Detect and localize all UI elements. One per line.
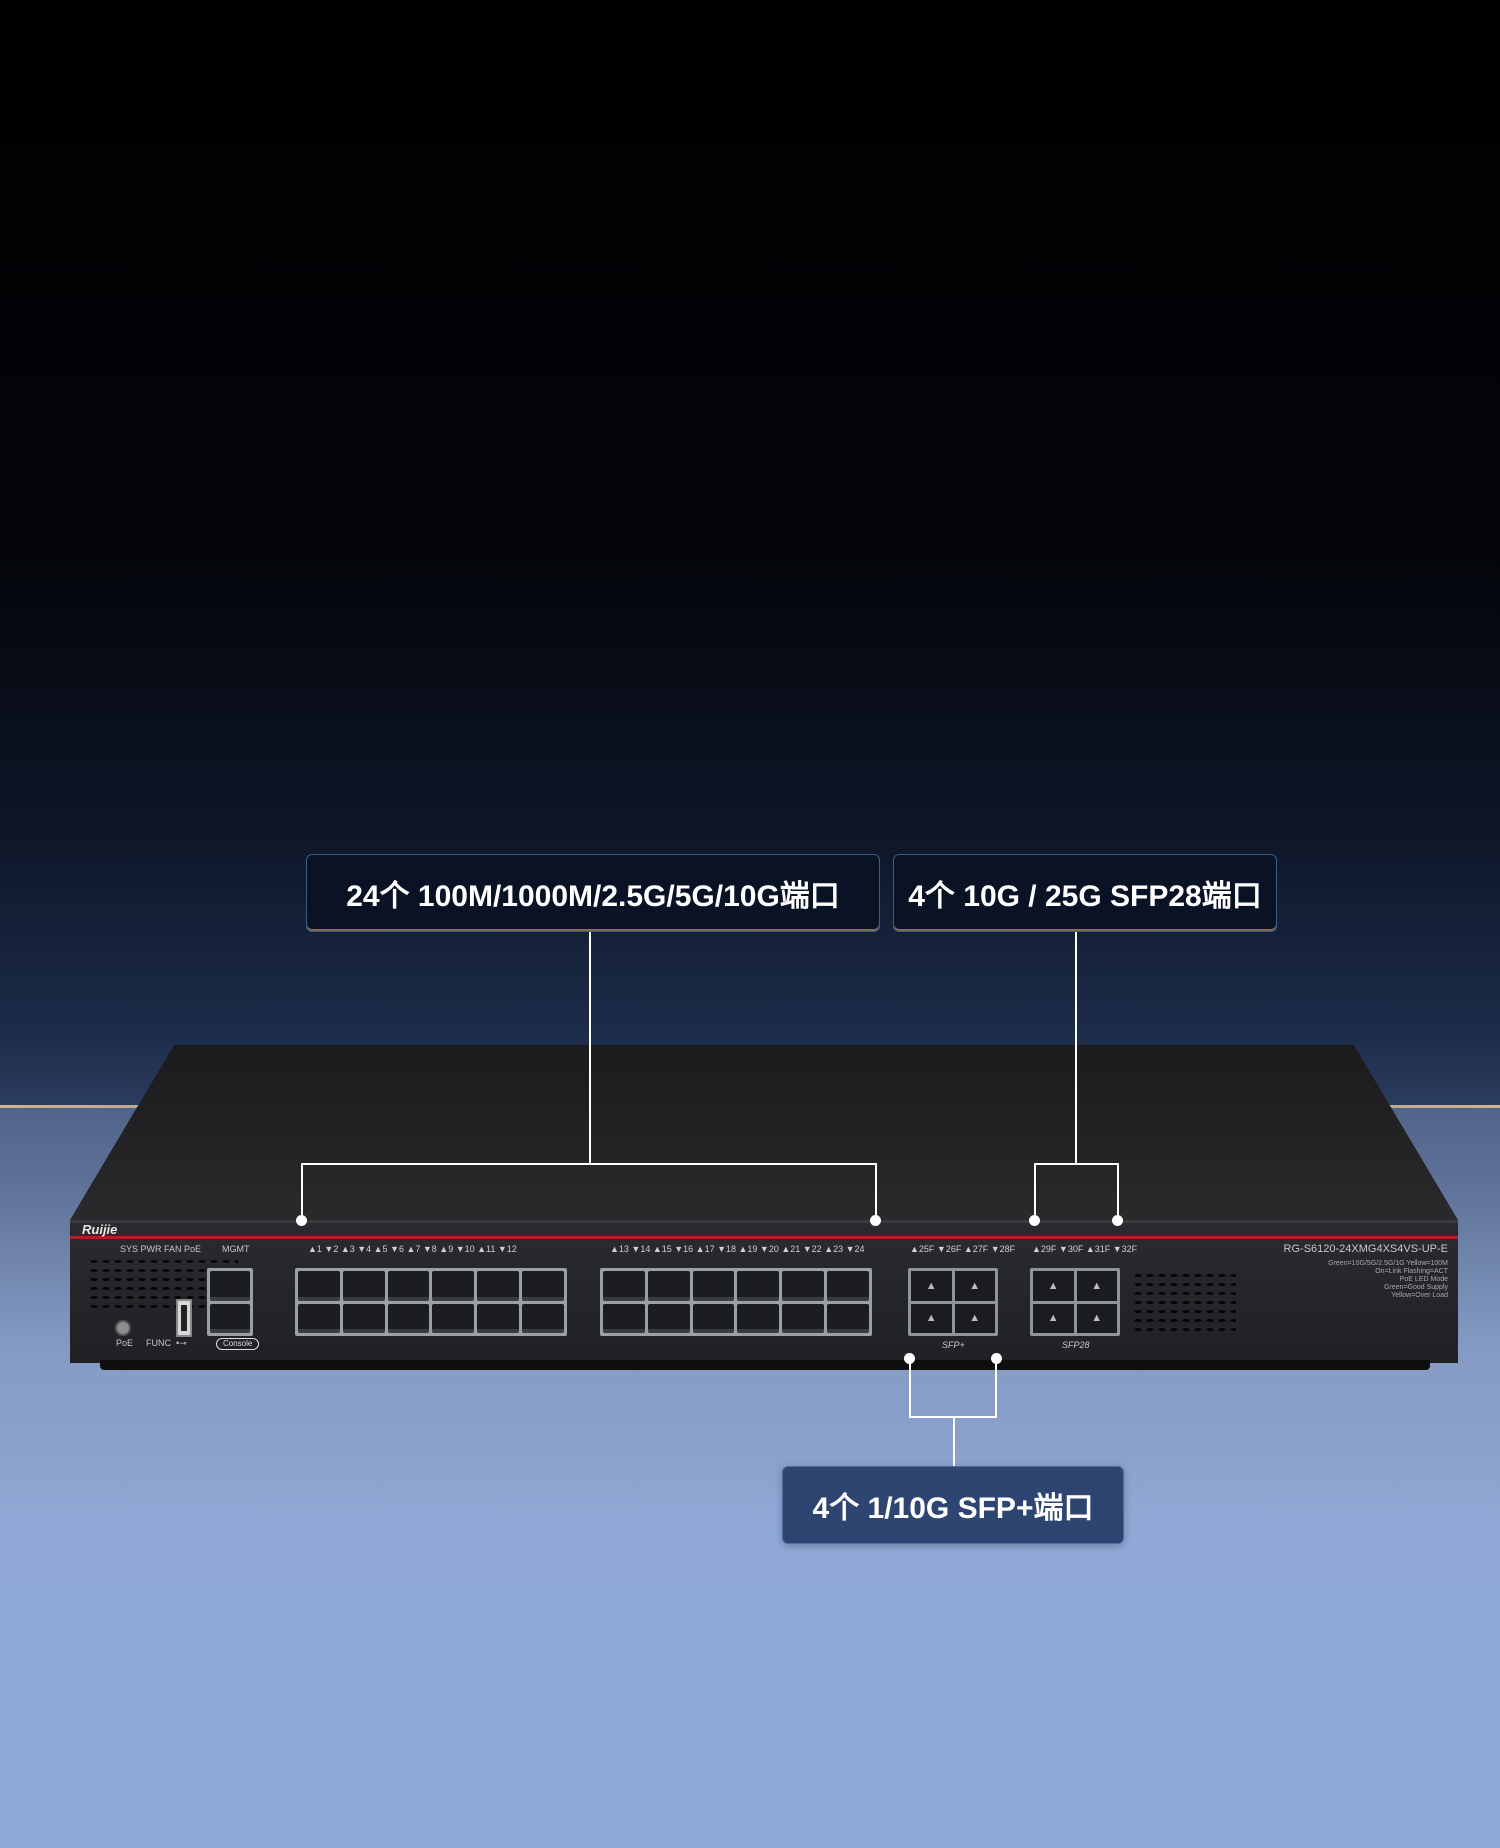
port-labels-29-32: ▲29F ▼30F ▲31F ▼32F bbox=[1032, 1244, 1138, 1254]
rj45-port[interactable] bbox=[387, 1303, 430, 1333]
connector-line bbox=[995, 1358, 997, 1418]
connector-dot bbox=[1029, 1215, 1040, 1226]
legend-line: PoE LED Mode bbox=[1399, 1276, 1448, 1283]
console-label: Console bbox=[216, 1338, 260, 1350]
connector-line bbox=[953, 1416, 955, 1466]
rj45-port[interactable] bbox=[298, 1271, 340, 1301]
rj45-port[interactable] bbox=[603, 1271, 645, 1301]
legend-line: On=Link Flashing=ACT bbox=[1375, 1268, 1448, 1275]
connector-dot bbox=[296, 1215, 307, 1226]
rj45-ports-13-24 bbox=[600, 1268, 872, 1336]
brand-logo: Ruijie bbox=[82, 1222, 118, 1237]
connector-dot bbox=[870, 1215, 881, 1226]
port-labels-13-24: ▲13 ▼14 ▲15 ▼16 ▲17 ▼18 ▲19 ▼20 ▲21 ▼22 … bbox=[610, 1244, 865, 1254]
rj45-port[interactable] bbox=[522, 1303, 564, 1333]
callout-sfp28-ports: 4个 10G / 25G SFP28端口 bbox=[893, 854, 1277, 932]
legend-line: Yellow=Over Load bbox=[1391, 1292, 1448, 1299]
rj45-port[interactable] bbox=[603, 1303, 645, 1333]
rj45-port[interactable] bbox=[782, 1271, 825, 1301]
port-labels-25-28: ▲25F ▼26F ▲27F ▼28F bbox=[910, 1244, 1016, 1254]
legend-line: Green=10G/5G/2.5G/1G Yellow=100M bbox=[1328, 1260, 1448, 1267]
sfp28-port[interactable] bbox=[1076, 1303, 1117, 1333]
sfp28-port[interactable] bbox=[1076, 1271, 1117, 1301]
rj45-port[interactable] bbox=[827, 1271, 869, 1301]
sfp-plus-port[interactable] bbox=[911, 1271, 952, 1301]
connector-line bbox=[1034, 1163, 1036, 1218]
rj45-port[interactable] bbox=[737, 1271, 780, 1301]
rj45-port[interactable] bbox=[432, 1271, 475, 1301]
rj45-port[interactable] bbox=[342, 1303, 385, 1333]
sfp-plus-port[interactable] bbox=[954, 1271, 995, 1301]
usb-icon: •⊸ bbox=[176, 1338, 187, 1348]
rj45-port[interactable] bbox=[522, 1271, 564, 1301]
mgmt-label: MGMT bbox=[222, 1244, 250, 1254]
mgmt-console-ports bbox=[207, 1268, 253, 1336]
red-stripe bbox=[70, 1236, 1458, 1239]
callout-rj45-ports: 24个 100M/1000M/2.5G/5G/10G端口 bbox=[306, 854, 880, 932]
rj45-port[interactable] bbox=[782, 1303, 825, 1333]
rj45-port[interactable] bbox=[647, 1303, 690, 1333]
sfp-plus-port[interactable] bbox=[911, 1303, 952, 1333]
rj45-port[interactable] bbox=[647, 1271, 690, 1301]
rj45-port[interactable] bbox=[827, 1303, 869, 1333]
vent-right bbox=[1132, 1271, 1236, 1331]
rj45-port[interactable] bbox=[737, 1303, 780, 1333]
sfp-plus-port[interactable] bbox=[954, 1303, 995, 1333]
func-label: FUNC bbox=[146, 1338, 171, 1348]
led-legend: Green=10G/5G/2.5G/1G Yellow=100M On=Link… bbox=[1308, 1260, 1448, 1300]
legend-line: Green=Good Supply bbox=[1383, 1284, 1448, 1291]
sfp28-ports bbox=[1030, 1268, 1120, 1336]
status-led-labels: SYS PWR FAN PoE bbox=[120, 1244, 202, 1254]
sfp-plus-ports bbox=[908, 1268, 998, 1336]
switch-front-panel: Ruijie SYS PWR FAN PoE MGMT PoE FUNC •⊸ … bbox=[70, 1220, 1458, 1363]
sfp-plus-label: SFP+ bbox=[942, 1340, 965, 1350]
poe-label: PoE bbox=[116, 1338, 134, 1348]
connector-line bbox=[1075, 932, 1077, 1164]
sfp28-port[interactable] bbox=[1033, 1303, 1074, 1333]
connector-line bbox=[875, 1163, 877, 1218]
connector-dot bbox=[1112, 1215, 1123, 1226]
callout-sfp-plus-ports: 4个 1/10G SFP+端口 bbox=[782, 1466, 1124, 1544]
rj45-port[interactable] bbox=[692, 1271, 735, 1301]
console-port[interactable] bbox=[210, 1303, 250, 1333]
rj45-port[interactable] bbox=[387, 1271, 430, 1301]
connector-line bbox=[301, 1163, 877, 1165]
sfp28-port[interactable] bbox=[1033, 1271, 1074, 1301]
rj45-port[interactable] bbox=[692, 1303, 735, 1333]
rj45-port[interactable] bbox=[432, 1303, 475, 1333]
usb-port[interactable] bbox=[176, 1299, 192, 1337]
rj45-port[interactable] bbox=[298, 1303, 340, 1333]
mgmt-port[interactable] bbox=[210, 1271, 250, 1301]
connector-line bbox=[909, 1358, 911, 1418]
poe-button[interactable] bbox=[115, 1320, 131, 1336]
rj45-port[interactable] bbox=[477, 1271, 520, 1301]
connector-line bbox=[1117, 1163, 1119, 1218]
rj45-port[interactable] bbox=[342, 1271, 385, 1301]
port-labels-1-12: ▲1 ▼2 ▲3 ▼4 ▲5 ▼6 ▲7 ▼8 ▲9 ▼10 ▲11 ▼12 bbox=[308, 1244, 517, 1254]
switch-base-shadow bbox=[100, 1360, 1430, 1370]
connector-line bbox=[301, 1163, 303, 1218]
connector-line bbox=[589, 932, 591, 1164]
switch-top-panel bbox=[70, 1045, 1458, 1220]
rj45-ports-1-12 bbox=[295, 1268, 567, 1336]
rj45-port[interactable] bbox=[477, 1303, 520, 1333]
model-number: RG-S6120-24XMG4XS4VS-UP-E bbox=[1283, 1243, 1448, 1255]
sfp28-label: SFP28 bbox=[1062, 1340, 1090, 1350]
connector-line bbox=[1034, 1163, 1119, 1165]
